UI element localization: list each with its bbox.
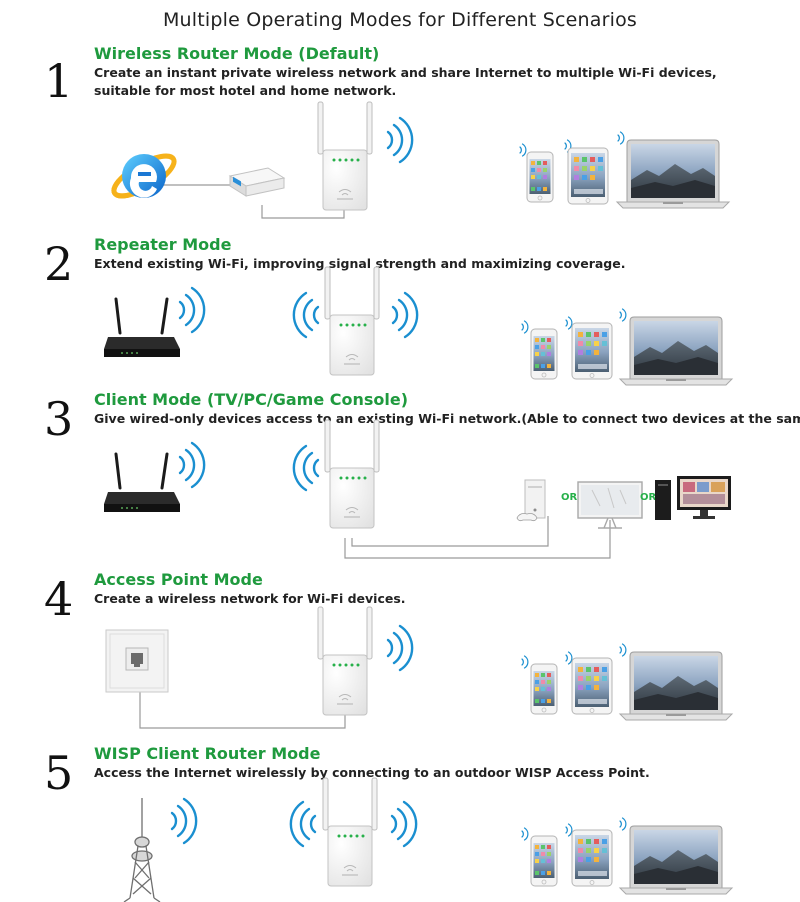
- wifi-small-icon: [519, 143, 527, 157]
- tv-icon: [577, 481, 643, 529]
- mode-3-illustration: OR OR: [102, 419, 731, 559]
- tablet-icon: [567, 147, 609, 205]
- mode-number: 5: [44, 746, 74, 800]
- wifi-small-icon: [565, 823, 573, 837]
- game-console-icon: [516, 479, 546, 522]
- repeater-icon: [317, 101, 373, 211]
- laptop-icon: [619, 651, 733, 721]
- router-icon: [102, 297, 182, 359]
- tablet-icon: [571, 657, 613, 715]
- repeater-icon: [324, 419, 380, 529]
- tablet-icon: [571, 322, 613, 380]
- wifi-signal-icon: [289, 800, 317, 848]
- smartphone-icon: [526, 151, 554, 203]
- page-title: Multiple Operating Modes for Different S…: [162, 9, 638, 31]
- smartphone-icon: [530, 663, 558, 715]
- wifi-small-icon: [565, 316, 573, 330]
- wifi-small-icon: [521, 655, 529, 669]
- router-icon: [102, 452, 182, 514]
- mode-title: Repeater Mode: [94, 235, 232, 254]
- wifi-signal-icon: [292, 291, 320, 339]
- smartphone-icon: [530, 835, 558, 887]
- wifi-signal-icon: [178, 286, 206, 334]
- mode-description-line: Extend existing Wi-Fi, improving signal …: [94, 256, 626, 271]
- wifi-small-icon: [619, 817, 627, 831]
- mode-description: Give wired-only devices access to an exi…: [94, 410, 800, 428]
- mode-title: Access Point Mode: [94, 570, 263, 589]
- or-label: OR: [561, 492, 578, 503]
- tablet-icon: [571, 829, 613, 887]
- mode-title: WISP Client Router Mode: [94, 744, 321, 763]
- mode-number: 4: [44, 572, 74, 626]
- internet-explorer-icon: [109, 149, 180, 204]
- laptop-icon: [619, 825, 733, 895]
- wifi-signal-icon: [178, 441, 206, 489]
- ethernet-wall-socket-icon: [105, 629, 169, 693]
- repeater-icon: [317, 606, 373, 716]
- cable: [344, 520, 611, 559]
- mode-description-line: Give wired-only devices access to an exi…: [94, 411, 800, 426]
- wifi-signal-icon: [292, 444, 320, 492]
- laptop-icon: [616, 139, 730, 209]
- mode-number: 1: [44, 54, 74, 108]
- desktop-pc-icon: [655, 476, 731, 520]
- mode-4-illustration: [105, 606, 733, 729]
- mode-description-line: Create an instant private wireless netwo…: [94, 65, 717, 80]
- smartphone-icon: [530, 328, 558, 380]
- mode-number: 2: [44, 237, 74, 291]
- wifi-signal-icon: [390, 800, 418, 848]
- wisp-tower-icon: [123, 798, 161, 902]
- wifi-small-icon: [619, 643, 627, 657]
- cable: [351, 516, 549, 547]
- mode-title: Wireless Router Mode (Default): [94, 44, 380, 63]
- wifi-small-icon: [521, 827, 529, 841]
- mode-description: Extend existing Wi-Fi, improving signal …: [94, 255, 800, 273]
- mode-1-illustration: [0, 101, 730, 219]
- mode-description: Access the Internet wirelessly by connec…: [94, 764, 800, 782]
- repeater-icon: [322, 777, 378, 887]
- cable: [261, 205, 345, 219]
- wifi-small-icon: [619, 308, 627, 322]
- wifi-signal-icon: [386, 624, 414, 672]
- mode-5-illustration: [123, 777, 733, 902]
- mode-description: Create an instant private wireless netwo…: [94, 64, 800, 100]
- mode-title: Client Mode (TV/PC/Game Console): [94, 390, 409, 409]
- modem-icon: [229, 167, 285, 197]
- wifi-signal-icon: [391, 291, 419, 339]
- wifi-signal-icon: [386, 116, 414, 164]
- repeater-icon: [324, 266, 380, 376]
- wifi-small-icon: [565, 651, 573, 665]
- laptop-icon: [619, 316, 733, 386]
- wifi-signal-icon: [170, 797, 198, 845]
- or-label: OR: [640, 492, 657, 503]
- mode-number: 3: [44, 392, 74, 446]
- wifi-small-icon: [521, 320, 529, 334]
- wifi-small-icon: [617, 131, 625, 145]
- mode-description: Create a wireless network for Wi-Fi devi…: [94, 590, 800, 608]
- mode-description-line: Create a wireless network for Wi-Fi devi…: [94, 591, 406, 606]
- mode-description-line: Access the Internet wirelessly by connec…: [94, 765, 650, 780]
- mode-2-illustration: [102, 266, 733, 386]
- cable: [139, 690, 346, 729]
- mode-description-line: suitable for most hotel and home network…: [94, 83, 397, 98]
